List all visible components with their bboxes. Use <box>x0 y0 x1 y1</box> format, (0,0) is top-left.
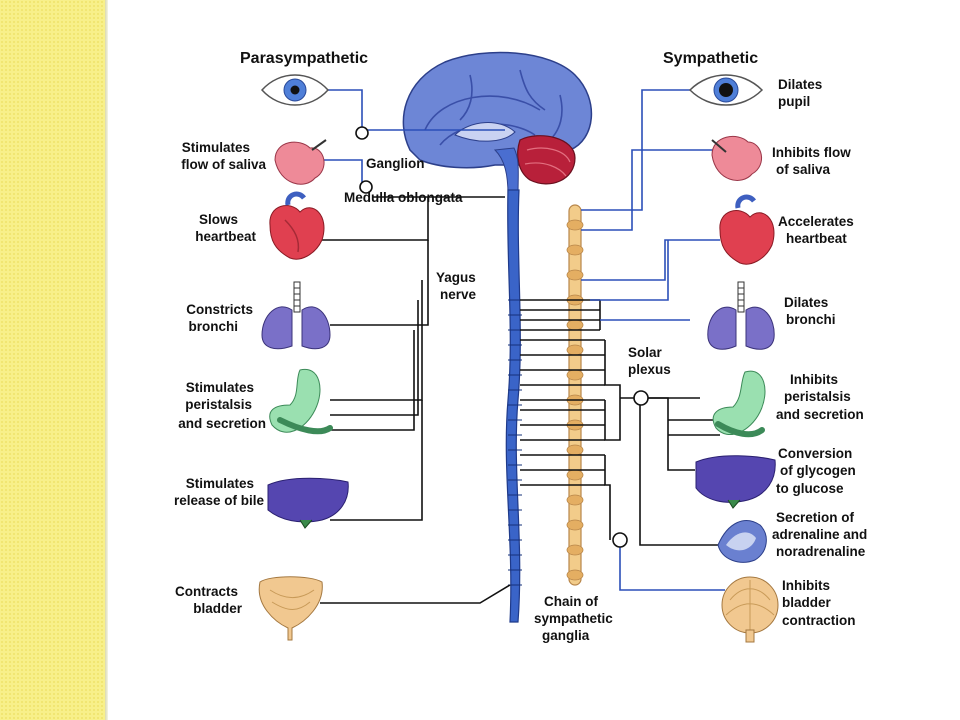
salivary-gland-icon-right <box>711 135 762 181</box>
label-chain-ganglia-3: ganglia <box>542 628 590 643</box>
label-inhibits-bladder-3: contraction <box>782 613 856 628</box>
label-dilates-pupil-1: Dilates <box>778 77 822 92</box>
label-inhibits-peristalsis-2: peristalsis <box>784 389 851 404</box>
adrenal-gland-icon-right <box>717 520 767 563</box>
brain-icon <box>402 51 593 196</box>
heading-parasympathetic: Parasympathetic <box>240 50 368 67</box>
label-glycogen-2: of glycogen <box>780 463 856 478</box>
heart-icon-right <box>719 194 775 265</box>
label-adrenaline-3: noradrenaline <box>776 544 866 559</box>
label-stimulates-saliva-2: flow of saliva <box>181 157 266 172</box>
spinal-nerve-roots <box>508 299 522 586</box>
label-glycogen-1: Conversion <box>778 446 852 461</box>
heading-sympathetic: Sympathetic <box>663 50 758 67</box>
liver-icon-right <box>695 455 776 509</box>
spinal-cord <box>505 189 521 623</box>
label-solar-plexus-1: Solar <box>628 345 663 360</box>
label-glycogen-3: to glucose <box>776 481 844 496</box>
label-slows-heartbeat-1: Slows <box>199 212 238 227</box>
label-inhibits-bladder-2: bladder <box>782 595 832 610</box>
label-inhibits-peristalsis-1: Inhibits <box>790 372 838 387</box>
cerebellum-icon <box>517 135 576 185</box>
label-adrenaline-2: adrenaline and <box>772 527 867 542</box>
eye-icon-left <box>260 74 330 106</box>
label-stimulates-peristalsis-2: peristalsis <box>185 397 252 412</box>
label-accelerates-heartbeat-1: Accelerates <box>778 214 854 229</box>
label-solar-plexus-2: plexus <box>628 362 671 377</box>
label-adrenaline-1: Secretion of <box>776 510 855 525</box>
label-constricts-bronchi-1: Constricts <box>186 302 253 317</box>
stomach-icon-left <box>269 368 333 435</box>
label-slows-heartbeat-2: heartbeat <box>195 229 256 244</box>
label-dilates-bronchi-2: bronchi <box>786 312 836 327</box>
cord-to-chain-connections <box>520 299 621 540</box>
label-chain-ganglia-2: sympathetic <box>534 611 613 626</box>
bladder-icon-left <box>258 576 323 641</box>
label-constricts-bronchi-2: bronchi <box>189 319 239 334</box>
salivary-gland-icon-left <box>274 139 327 185</box>
label-stimulates-peristalsis-1: Stimulates <box>186 380 254 395</box>
yellow-side-bar <box>0 0 105 720</box>
label-vagus-nerve-2: nerve <box>440 287 477 302</box>
label-dilates-bronchi-1: Dilates <box>784 295 828 310</box>
eye-icon-right <box>688 74 764 106</box>
bladder-icon-right <box>721 576 779 643</box>
label-inhibits-saliva-1: Inhibits flow <box>772 145 851 160</box>
stomach-icon-right <box>712 370 766 438</box>
lungs-icon-right <box>707 281 775 350</box>
label-vagus-nerve-1: Yagus <box>436 270 476 285</box>
sympathetic-chain <box>566 204 584 586</box>
label-ganglion: Ganglion <box>366 156 425 171</box>
label-contracts-bladder-1: Contracts <box>175 584 238 599</box>
label-medulla-oblongata: Medulla oblongata <box>344 190 463 205</box>
label-inhibits-saliva-2: of saliva <box>776 162 831 177</box>
label-stimulates-peristalsis-3: and secretion <box>178 416 266 431</box>
heart-icon-left <box>269 191 325 260</box>
label-inhibits-peristalsis-3: and secretion <box>776 407 864 422</box>
sympathetic-wires <box>581 89 725 591</box>
label-chain-ganglia-1: Chain of <box>544 594 598 609</box>
parasympathetic-vagus-wires <box>320 126 511 604</box>
label-stimulates-saliva-1: Stimulates <box>182 140 250 155</box>
label-stimulates-bile-2: release of bile <box>174 493 265 508</box>
label-dilates-pupil-2: pupil <box>778 94 810 109</box>
label-contracts-bladder-2: bladder <box>193 601 243 616</box>
parasympathetic-cranial-wires <box>315 89 505 185</box>
lungs-icon-left <box>261 281 331 350</box>
solar-plexus-wires <box>612 390 735 548</box>
label-stimulates-bile-1: Stimulates <box>186 476 254 491</box>
label-accelerates-heartbeat-2: heartbeat <box>786 231 847 246</box>
label-inhibits-bladder-1: Inhibits <box>782 578 830 593</box>
liver-icon-left <box>267 477 349 529</box>
side-bar-edge <box>105 0 108 720</box>
